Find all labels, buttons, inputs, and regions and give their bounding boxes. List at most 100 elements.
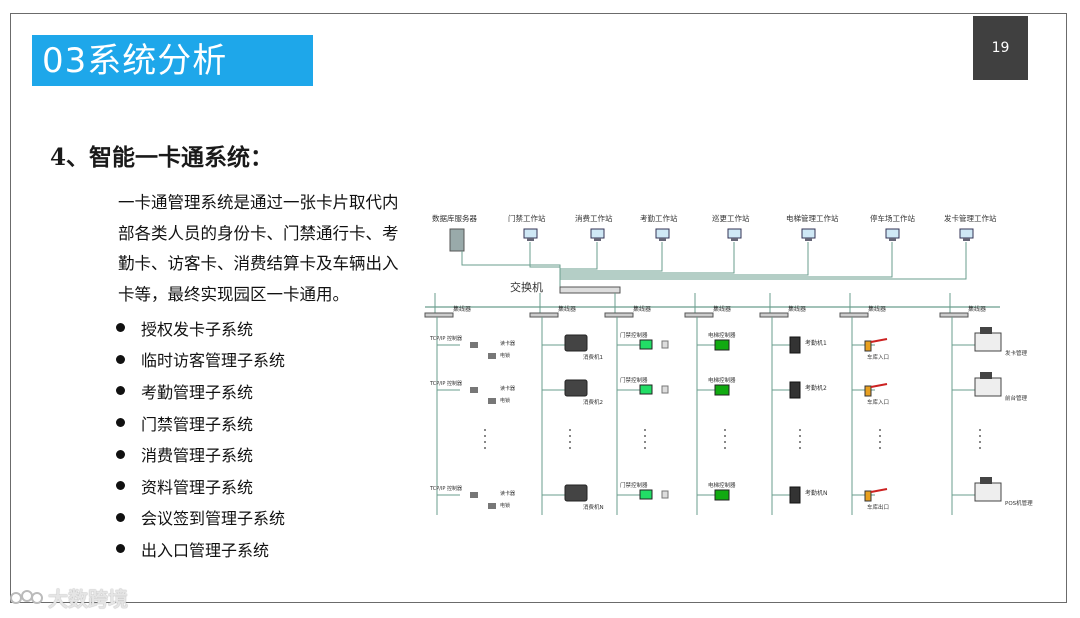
controller-icon — [639, 384, 653, 395]
ellipsis-dot — [879, 435, 881, 437]
hub-icon — [759, 312, 789, 318]
ellipsis-dot — [569, 441, 571, 443]
card-issuer-icon — [974, 482, 1002, 502]
brand-logo-icon — [10, 589, 43, 604]
barrier-icon — [864, 490, 872, 502]
ellipsis-dot — [724, 435, 726, 437]
hub-label: 集线器 — [633, 305, 651, 313]
hub-label: 集线器 — [968, 305, 986, 313]
hub-icon — [684, 312, 714, 318]
slide-frame — [10, 13, 1067, 603]
computer-base-icon — [527, 238, 534, 241]
reader-label: 读卡器 — [500, 340, 515, 347]
hub-label: 集线器 — [713, 305, 731, 313]
controller-label: 门禁控制器 — [620, 376, 648, 384]
reader-label: 读卡器 — [500, 490, 515, 497]
elevator-controller-icon — [714, 489, 730, 501]
lock-label: 电锁 — [500, 352, 510, 359]
computer-icon — [655, 228, 670, 239]
controller-label: 门禁控制器 — [620, 331, 648, 339]
pos-terminal-icon — [564, 484, 588, 502]
computer-icon — [885, 228, 900, 239]
lock-icon — [488, 353, 496, 359]
watermark-text: 大数跨境 — [48, 587, 128, 611]
bullet-icon — [116, 544, 125, 554]
watermark: 大数跨境 — [10, 583, 128, 612]
reader-icon — [661, 490, 669, 499]
ellipsis-dot — [484, 447, 486, 449]
link-line — [559, 242, 735, 290]
link-line — [559, 242, 663, 290]
ellipsis-dot — [569, 429, 571, 431]
barrier-arm-icon — [870, 488, 888, 493]
ellipsis-dot — [484, 429, 486, 431]
bullet-icon — [116, 418, 125, 428]
ellipsis-dot — [799, 441, 801, 443]
barrier-icon — [864, 385, 872, 397]
switch-icon — [559, 286, 621, 294]
hub-icon — [839, 312, 869, 318]
computer-icon — [523, 228, 538, 239]
elevator-label: 电梯控制器 — [708, 376, 736, 384]
attendance-label: 考勤机N — [805, 489, 828, 497]
list-item: 消费管理子系统 — [116, 438, 285, 470]
computer-base-icon — [731, 238, 738, 241]
station-label: 消费工作站 — [575, 213, 613, 223]
reader-icon — [661, 340, 669, 349]
controller-icon — [639, 339, 653, 350]
pos-label: 消费机N — [583, 503, 604, 511]
ellipsis-dot — [799, 429, 801, 431]
card-issuer-icon — [974, 332, 1002, 352]
pos-label: 消费机1 — [583, 353, 603, 361]
hub-label: 集线器 — [868, 305, 886, 313]
server-icon — [449, 228, 465, 252]
barrier-arm-icon — [870, 383, 888, 388]
ellipsis-dot — [644, 429, 646, 431]
tcp-controller-label: TCP/IP 控制器 — [429, 380, 462, 387]
ellipsis-dot — [799, 447, 801, 449]
attendance-label: 考勤机1 — [805, 339, 827, 347]
reader-icon — [661, 385, 669, 394]
link-line — [559, 242, 967, 290]
station-label: 停车场工作站 — [870, 213, 915, 223]
controller-label: 门禁控制器 — [620, 481, 648, 489]
parking-label: 车库出口 — [867, 503, 889, 511]
switch-label: 交换机 — [510, 280, 543, 294]
hub-label: 集线器 — [558, 305, 576, 313]
pos-terminal-icon — [564, 379, 588, 397]
printer-icon — [980, 327, 992, 334]
parking-label: 车库入口 — [867, 353, 889, 361]
controller-icon — [639, 489, 653, 500]
hub-label: 集线器 — [788, 305, 806, 313]
computer-base-icon — [889, 238, 896, 241]
ellipsis-dot — [644, 441, 646, 443]
ellipsis-dot — [644, 435, 646, 437]
ellipsis-dot — [879, 441, 881, 443]
computer-icon — [801, 228, 816, 239]
card-issuer-icon — [974, 377, 1002, 397]
bullet-icon — [116, 386, 125, 396]
computer-icon — [959, 228, 974, 239]
station-label: 巡更工作站 — [712, 213, 750, 223]
station-label: 电梯管理工作站 — [786, 213, 839, 223]
ellipsis-dot — [484, 435, 486, 437]
barrier-arm-icon — [870, 338, 888, 343]
paragraph-line: 一卡通管理系统是通过一张卡片取代内 — [118, 193, 399, 212]
list-item: 授权发卡子系统 — [116, 312, 285, 344]
computer-icon — [590, 228, 605, 239]
elevator-controller-icon — [714, 339, 730, 351]
section-heading: 4、智能一卡通系统： — [50, 144, 274, 171]
attendance-machine-icon — [789, 336, 801, 354]
title-banner — [32, 35, 313, 86]
list-item: 出入口管理子系统 — [116, 533, 285, 565]
hub-icon — [604, 312, 634, 318]
ellipsis-dot — [979, 435, 981, 437]
lock-label: 电锁 — [500, 502, 510, 509]
elevator-controller-icon — [714, 384, 730, 396]
page-number: 19 — [973, 16, 1028, 80]
ellipsis-dot — [569, 435, 571, 437]
parking-label: 车库入口 — [867, 398, 889, 406]
slide-title: 03系统分析 — [42, 41, 228, 81]
computer-base-icon — [963, 238, 970, 241]
issue-label: 发卡管理 — [1005, 349, 1028, 357]
